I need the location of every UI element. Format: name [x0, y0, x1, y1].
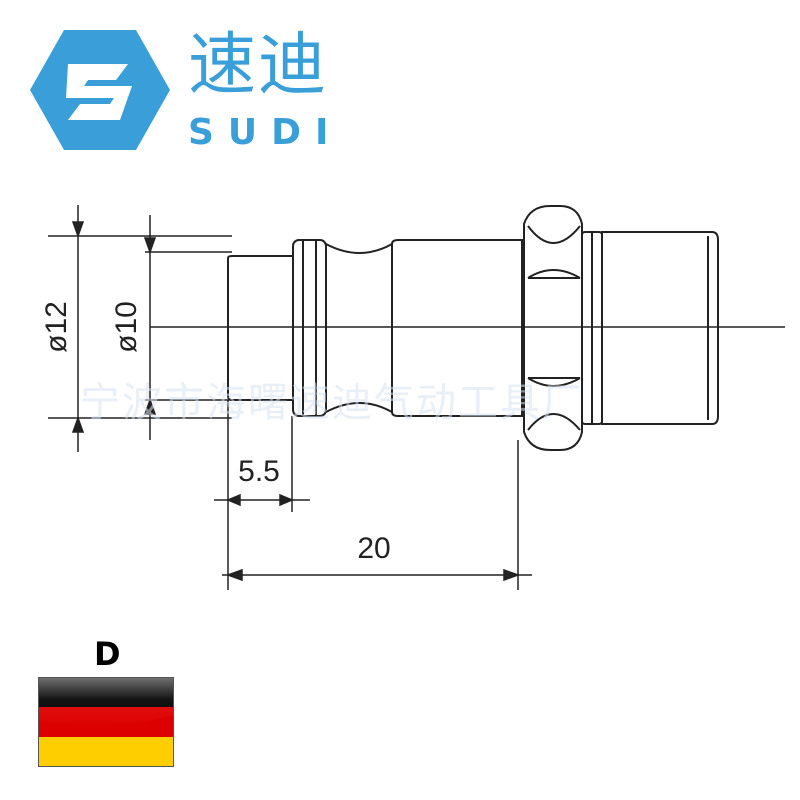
dim-outer-diameter: ø12 [40, 301, 73, 353]
watermark-text: 宁波市海曙速迪气动工具厂 [80, 380, 584, 426]
threaded-end [601, 231, 719, 425]
germany-flag-icon [38, 677, 174, 767]
dim-groove-length: 5.5 [238, 455, 280, 488]
waist-groove [325, 243, 393, 413]
nose-outline [227, 255, 294, 401]
dim-total-length: 20 [357, 532, 390, 565]
brand-name-en: SUDI [188, 112, 343, 153]
dim-inner-diameter: ø10 [110, 301, 143, 353]
sudi-logo-icon [30, 30, 170, 150]
country-code: D [94, 635, 121, 673]
body-outline [391, 239, 523, 417]
brand-name-cn: 速迪 [188, 26, 329, 105]
hex-nut [523, 205, 583, 451]
